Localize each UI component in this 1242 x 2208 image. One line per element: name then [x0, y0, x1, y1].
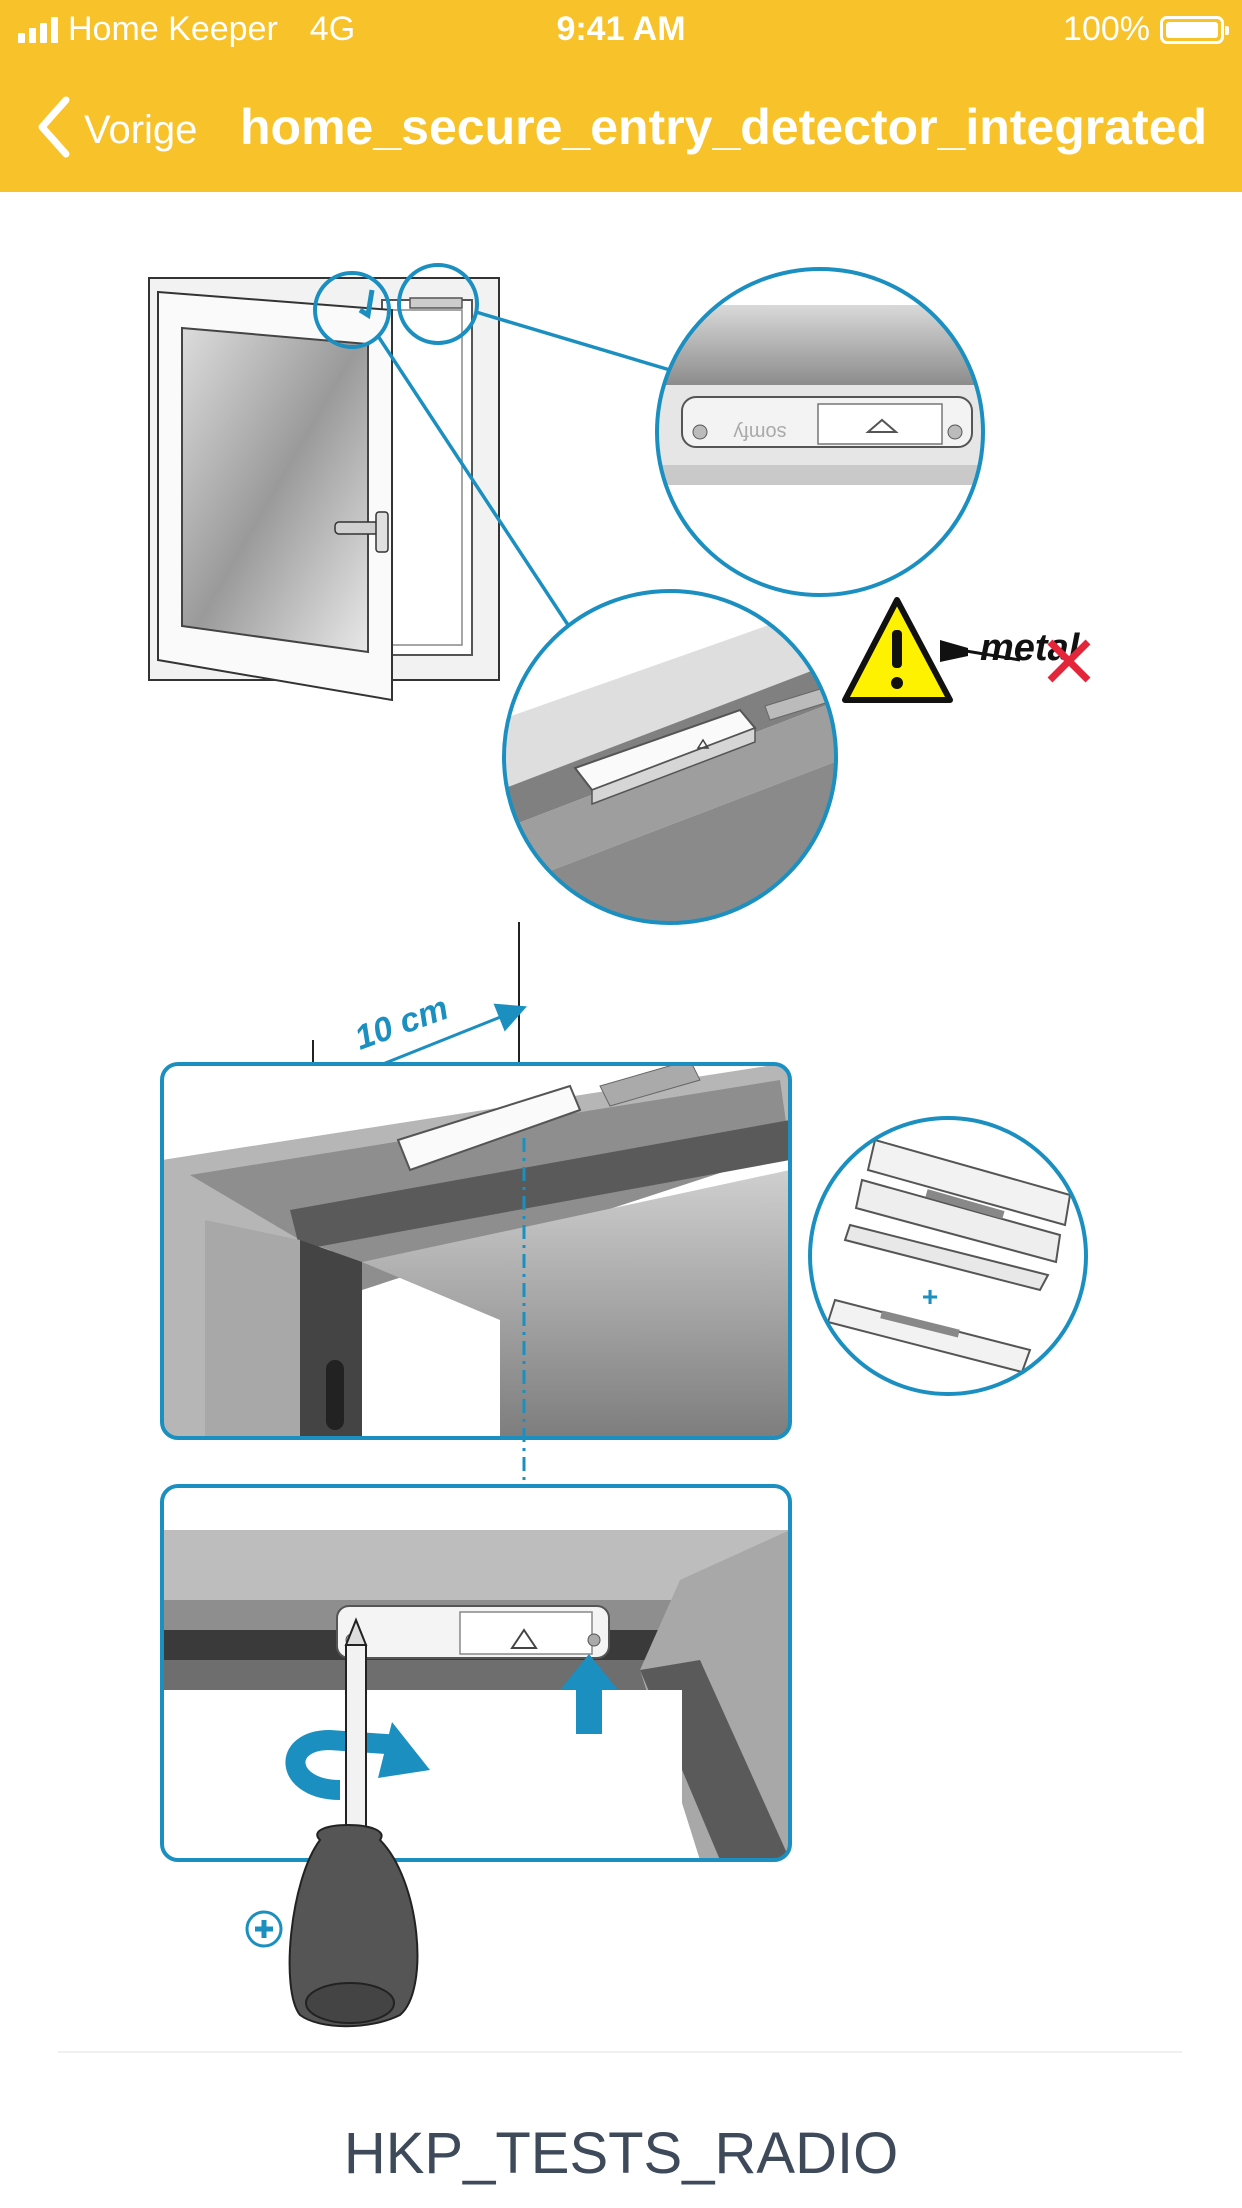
- app-header: Home Keeper 4G 9:41 AM 100% Vorige home_…: [0, 0, 1242, 192]
- screwdriver-icon: [288, 1617, 419, 2028]
- chevron-left-icon: [38, 96, 70, 158]
- back-label: Vorige: [84, 107, 198, 152]
- phillips-icon: [245, 1910, 283, 1948]
- rotate-icon: [285, 1729, 401, 1800]
- plus-label: +: [922, 1281, 938, 1312]
- network-label: 4G: [309, 10, 356, 48]
- signal-icon: [18, 16, 58, 43]
- distance-label: 10 cm: [350, 989, 454, 1058]
- arrow-up-icon: [560, 1654, 618, 1734]
- sensor-zoom-top: somfy: [657, 269, 983, 595]
- battery-percent: 100%: [1063, 10, 1150, 48]
- page-title: home_secure_entry_detector_integrated: [240, 99, 1208, 155]
- navigation-bar: Vorige home_secure_entry_detector_integr…: [0, 80, 1242, 180]
- frame-panel-top: [162, 1064, 790, 1438]
- divider: [58, 2051, 1182, 2053]
- sensor-parts-zoom: +: [810, 1118, 1086, 1394]
- brand-logo-text: somfy: [733, 421, 786, 443]
- warning-icon: [842, 597, 953, 703]
- back-button[interactable]: Vorige: [36, 96, 197, 158]
- device-name-label: HKP_TESTS_RADIO: [343, 2121, 899, 2186]
- window-drawing: [148, 277, 500, 702]
- carrier-label: Home Keeper: [68, 10, 278, 48]
- no-metal-screw-icon: metal: [940, 627, 1091, 683]
- battery-icon: [1160, 15, 1229, 44]
- installation-illustration: somfy metal 10 cm: [148, 263, 1091, 2028]
- status-bar: Home Keeper 4G 9:41 AM 100%: [0, 0, 1242, 62]
- frame-panel-bottom: [162, 1486, 790, 1860]
- clock: 9:41 AM: [556, 10, 686, 48]
- sensor-zoom-side: [504, 591, 836, 923]
